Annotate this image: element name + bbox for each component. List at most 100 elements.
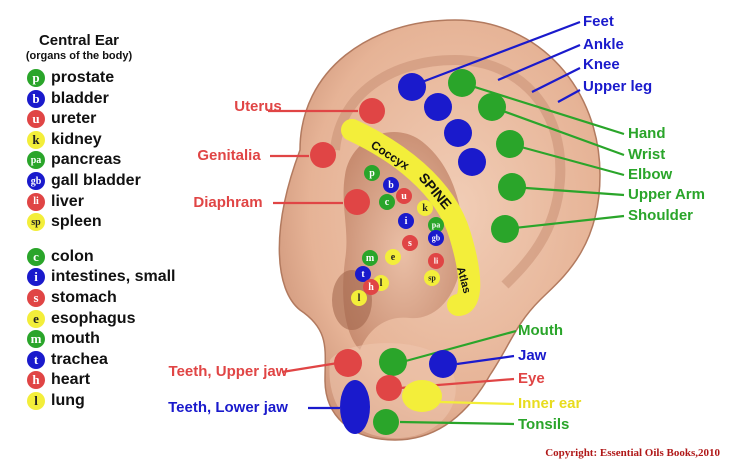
point-shoulder xyxy=(491,215,519,243)
point-wrist xyxy=(478,93,506,121)
organ-point-h xyxy=(363,279,379,295)
legend-item-prostate: p prostate xyxy=(27,68,114,88)
connector-upper-arm xyxy=(511,185,625,197)
point-genitalia xyxy=(310,142,336,168)
label-diaphram: Diaphram xyxy=(193,194,262,211)
point-upper-leg xyxy=(458,148,486,176)
label-shoulder: Shoulder xyxy=(628,207,693,224)
label-uterus: Uterus xyxy=(234,98,282,115)
label-feet: Feet xyxy=(583,13,614,30)
label-hand: Hand xyxy=(628,125,666,142)
legend-item-label: lung xyxy=(51,392,85,409)
point-diaphram xyxy=(344,189,370,215)
point-eye xyxy=(376,375,402,401)
legend-item-label: gall bladder xyxy=(51,172,141,189)
legend-item-spleen: sp spleen xyxy=(27,212,102,232)
organ-point-i xyxy=(398,213,414,229)
ear-helix-fold xyxy=(330,54,566,289)
legend-code-badge: b xyxy=(27,89,45,108)
organ-point-e xyxy=(385,249,401,265)
organ-point-k xyxy=(417,200,433,216)
legend-item-label: spleen xyxy=(51,213,102,231)
label-elbow: Elbow xyxy=(628,166,672,183)
legend-code-badge: m xyxy=(27,330,45,349)
legend-title: Central Ear xyxy=(38,32,120,49)
connector-teeth-upper xyxy=(281,361,339,374)
legend-code-badge: gb xyxy=(27,172,45,190)
legend-item-label: liver xyxy=(51,192,84,210)
organ-point-code: sp xyxy=(428,273,436,282)
legend-code-badge: i xyxy=(27,268,45,287)
point-knee xyxy=(444,119,472,147)
organ-point-code: li xyxy=(434,256,439,265)
label-genitalia: Genitalia xyxy=(197,147,261,164)
point-uterus xyxy=(359,98,385,124)
connector-ankle xyxy=(497,43,581,82)
label-upper-arm: Upper Arm xyxy=(628,186,705,203)
connector-knee xyxy=(531,67,581,93)
legend-item-label: ureter xyxy=(51,110,97,128)
legend-code-badge: t xyxy=(27,350,45,369)
label-inner-ear: Inner ear xyxy=(518,395,582,412)
label-teeth-upper: Teeth, Upper jaw xyxy=(169,363,288,380)
connector-wrist xyxy=(491,105,625,157)
point-elbow xyxy=(496,130,524,158)
organ-point-code: gb xyxy=(432,233,441,242)
organ-point-gb xyxy=(428,230,444,246)
legend-code-badge: s xyxy=(27,289,45,307)
legend-item-label: bladder xyxy=(51,89,109,107)
label-teeth-lower: Teeth, Lower jaw xyxy=(168,399,288,416)
organ-point-code: u xyxy=(401,191,407,202)
legend-item-gall-bladder: gb gall bladder xyxy=(27,171,141,191)
organ-point-u xyxy=(396,188,412,204)
organ-point-code: h xyxy=(368,282,374,293)
legend-code-badge: sp xyxy=(27,213,45,232)
organ-point-code: t xyxy=(361,269,365,280)
legend-item-label: trachea xyxy=(51,350,108,368)
legend-item-label: kidney xyxy=(51,130,102,148)
connector-inner-ear xyxy=(439,400,515,406)
label-tonsils: Tonsils xyxy=(518,416,569,433)
legend-item-label: mouth xyxy=(51,330,100,348)
legend-code-badge: li xyxy=(27,192,45,211)
legend-item-label: prostate xyxy=(51,69,115,86)
legend-item-intestines-small: i intestines, small xyxy=(27,267,176,287)
spine-band xyxy=(341,119,481,316)
organ-point-code: c xyxy=(385,197,390,208)
point-jaw xyxy=(429,350,457,378)
legend-item-label: intestines, small xyxy=(51,268,176,286)
connector-elbow xyxy=(509,142,625,177)
organ-point-s xyxy=(402,235,418,251)
label-upper-leg: Upper leg xyxy=(583,78,652,95)
legend-code-badge: p xyxy=(27,69,45,87)
legend-code-badge: e xyxy=(27,309,45,328)
point-tonsils xyxy=(373,409,399,435)
point-teeth-upper xyxy=(334,349,362,377)
copyright-notice: Copyright: Essential Oils Books,2010 xyxy=(545,447,720,459)
label-mouth: Mouth xyxy=(518,322,563,339)
legend-code-badge: c xyxy=(27,247,45,266)
label-knee: Knee xyxy=(583,56,620,73)
legend-item-bladder: b bladder xyxy=(27,89,109,109)
point-mouth xyxy=(379,348,407,376)
legend-item-label: heart xyxy=(51,371,91,389)
connector-feet xyxy=(421,20,581,84)
point-feet xyxy=(398,73,426,101)
organ-point-sp xyxy=(424,270,440,286)
legend-code-badge: u xyxy=(27,110,45,129)
organ-point-t xyxy=(355,266,371,282)
point-ankle xyxy=(424,93,452,121)
point-hand xyxy=(448,69,476,97)
organ-point-code: l xyxy=(380,278,383,289)
label-eye: Eye xyxy=(518,370,545,387)
connector-jaw xyxy=(456,354,515,366)
connector-hand xyxy=(461,81,625,136)
organ-point-li xyxy=(428,253,444,269)
